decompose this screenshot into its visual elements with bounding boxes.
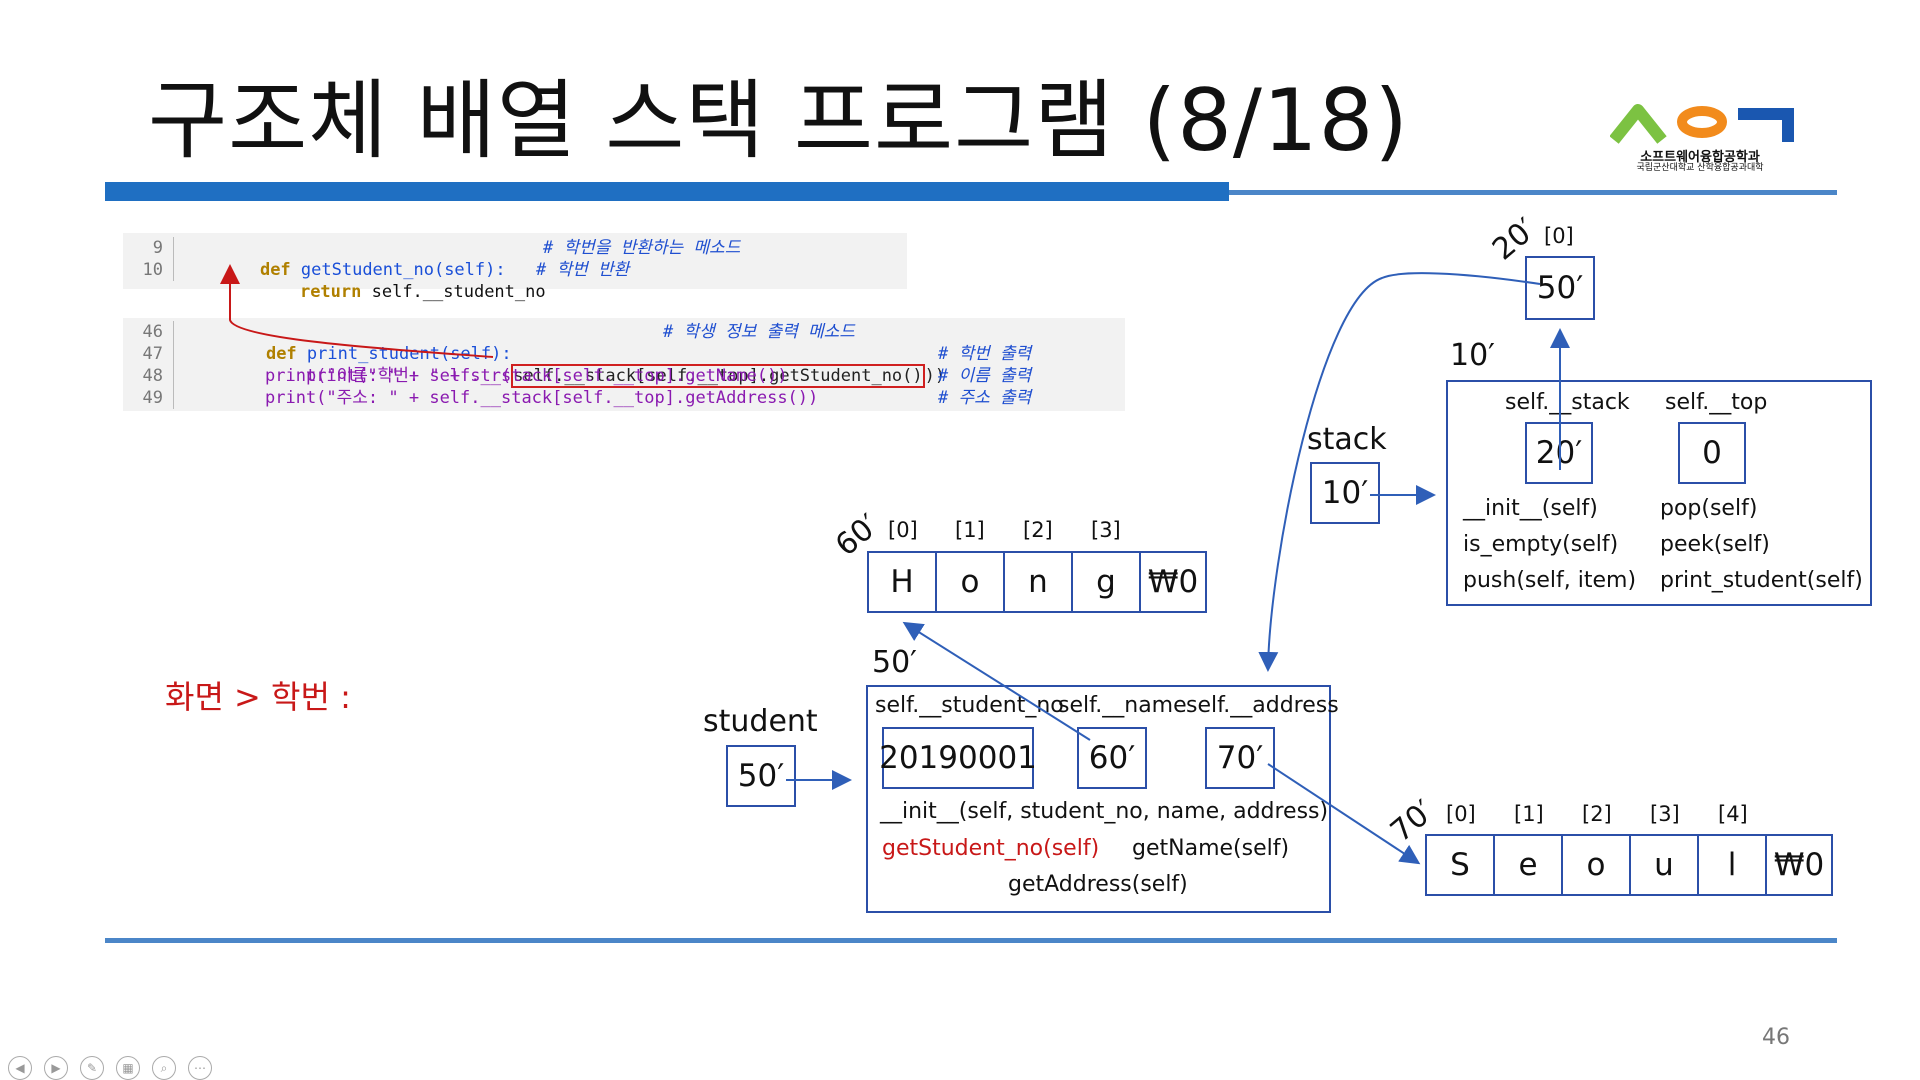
array-cell: o bbox=[935, 551, 1005, 613]
student-object-address: 50′ bbox=[872, 645, 917, 680]
code-keyword: def bbox=[259, 260, 291, 280]
address-pointer-value: 70′ bbox=[1205, 727, 1275, 789]
code-keyword: return bbox=[299, 282, 362, 302]
array-cell: g bbox=[1071, 551, 1141, 613]
method-label: getName(self) bbox=[1132, 836, 1290, 861]
array-index: [0] bbox=[888, 518, 918, 542]
more-options-icon[interactable]: ⋯ bbox=[188, 1056, 212, 1080]
method-label: print_student(self) bbox=[1660, 568, 1863, 593]
highlighted-method-label: getStudent_no(self) bbox=[882, 836, 1100, 861]
highlighted-call: self.__stack[self.__top].getStudent_no() bbox=[511, 364, 925, 388]
array-index: [1] bbox=[1514, 802, 1544, 826]
array-cell: ₩0 bbox=[1765, 834, 1833, 896]
top-array-index: [0] bbox=[1544, 224, 1574, 248]
code-text: print("학번: " + str( bbox=[305, 366, 512, 386]
code-panel-top: 9 10 def getStudent_no(self): # 학번을 반환하는… bbox=[123, 233, 907, 302]
array-index: [1] bbox=[955, 518, 985, 542]
code-keyword: def bbox=[265, 344, 297, 364]
student-var-cell: 50′ bbox=[726, 745, 796, 807]
code-text: print_student(self): bbox=[296, 344, 512, 364]
student-ref-arrow bbox=[1258, 272, 1541, 672]
array-index: [4] bbox=[1718, 802, 1748, 826]
address-pointer-arrow bbox=[1267, 763, 1421, 865]
code-comment: # 주소 출력 bbox=[938, 388, 1032, 408]
line-number: 46 bbox=[123, 321, 174, 343]
array-index: [3] bbox=[1650, 802, 1680, 826]
slide-title: 구조체 배열 스택 프로그램 (8/18) bbox=[148, 71, 1409, 171]
method-label: push(self, item) bbox=[1463, 568, 1637, 593]
name-pointer-arrow bbox=[902, 621, 1091, 741]
code-comment: # 학번 출력 bbox=[938, 344, 1032, 364]
next-slide-icon[interactable]: ▶ bbox=[44, 1056, 68, 1080]
method-label: __init__(self) bbox=[1463, 496, 1598, 521]
array-cell: l bbox=[1697, 834, 1767, 896]
method-label: peek(self) bbox=[1660, 532, 1770, 557]
student-no-field-label: self.__student_no bbox=[875, 693, 1064, 718]
array-index: [0] bbox=[1446, 802, 1476, 826]
code-text: print("이름: " + self.__stack[self.__top].… bbox=[265, 366, 788, 386]
array-index: [2] bbox=[1023, 518, 1053, 542]
stack-object-address: 10′ bbox=[1450, 338, 1495, 373]
line-number: 9 bbox=[123, 237, 174, 259]
code-comment: # 이름 출력 bbox=[938, 366, 1032, 386]
line-number: 47 bbox=[123, 343, 174, 365]
name-field-label: self.__name bbox=[1058, 693, 1187, 718]
code-text: )) bbox=[924, 366, 946, 386]
top-field-value: 0 bbox=[1678, 422, 1746, 484]
pen-icon[interactable]: ✎ bbox=[80, 1056, 104, 1080]
department-logo bbox=[1610, 104, 1794, 144]
array-cell: ₩0 bbox=[1139, 551, 1207, 613]
method-label: is_empty(self) bbox=[1463, 532, 1619, 557]
student-object-box bbox=[866, 685, 1331, 913]
top-field-label: self.__top bbox=[1665, 390, 1768, 415]
array-index: [2] bbox=[1582, 802, 1612, 826]
code-comment: # 학번을 반환하는 메소드 bbox=[543, 238, 741, 258]
line-number: 48 bbox=[123, 365, 174, 387]
line-number: 49 bbox=[123, 387, 174, 409]
top-array-cell: 50′ bbox=[1525, 256, 1595, 320]
method-label: pop(self) bbox=[1660, 496, 1758, 521]
stack-var-label: stack bbox=[1307, 422, 1387, 457]
code-comment: # 학번 반환 bbox=[536, 260, 630, 280]
code-call-arrow bbox=[220, 264, 494, 358]
address-field-label: self.__address bbox=[1186, 693, 1339, 718]
logo-text: 소프트웨어융합공학과 bbox=[1640, 150, 1760, 165]
array-cell: e bbox=[1493, 834, 1563, 896]
title-underline-thick bbox=[105, 182, 1229, 201]
title-underline-thin bbox=[1229, 190, 1837, 195]
student-no-value: 20190001 bbox=[879, 727, 1037, 789]
code-panel-bottom: 46 47 48 49 def print_student(self): # 학… bbox=[123, 318, 1125, 411]
stack-field-label: self.__stack bbox=[1505, 390, 1630, 415]
code-text: getStudent_no(self): bbox=[290, 260, 506, 280]
code-comment: # 학생 정보 출력 메소드 bbox=[663, 322, 855, 342]
array-cell: u bbox=[1629, 834, 1699, 896]
code-text: self.__student_no bbox=[361, 282, 546, 302]
page-number: 46 bbox=[1762, 1025, 1790, 1050]
method-label: getAddress(self) bbox=[1008, 872, 1188, 897]
bottom-rule bbox=[105, 938, 1837, 943]
screen-output: 화면 > 학번 : bbox=[165, 678, 351, 716]
code-text: print("주소: " + self.__stack[self.__top].… bbox=[265, 388, 819, 408]
slides-grid-icon[interactable]: ▦ bbox=[116, 1056, 140, 1080]
array-cell: S bbox=[1425, 834, 1495, 896]
array-cell: H bbox=[867, 551, 937, 613]
logo-subtext: 국립군산대학교 산학융합공과대학 bbox=[1636, 163, 1764, 173]
name-pointer-value: 60′ bbox=[1077, 727, 1147, 789]
zoom-icon[interactable]: ⌕ bbox=[152, 1056, 176, 1080]
previous-slide-icon[interactable]: ◀ bbox=[8, 1056, 32, 1080]
constructor-label: __init__(self, student_no, name, address… bbox=[880, 799, 1329, 824]
stack-object-box bbox=[1446, 380, 1872, 606]
line-number: 10 bbox=[123, 259, 174, 281]
array-index: [3] bbox=[1091, 518, 1121, 542]
stack-var-cell: 10′ bbox=[1310, 462, 1380, 524]
student-var-label: student bbox=[703, 704, 818, 739]
